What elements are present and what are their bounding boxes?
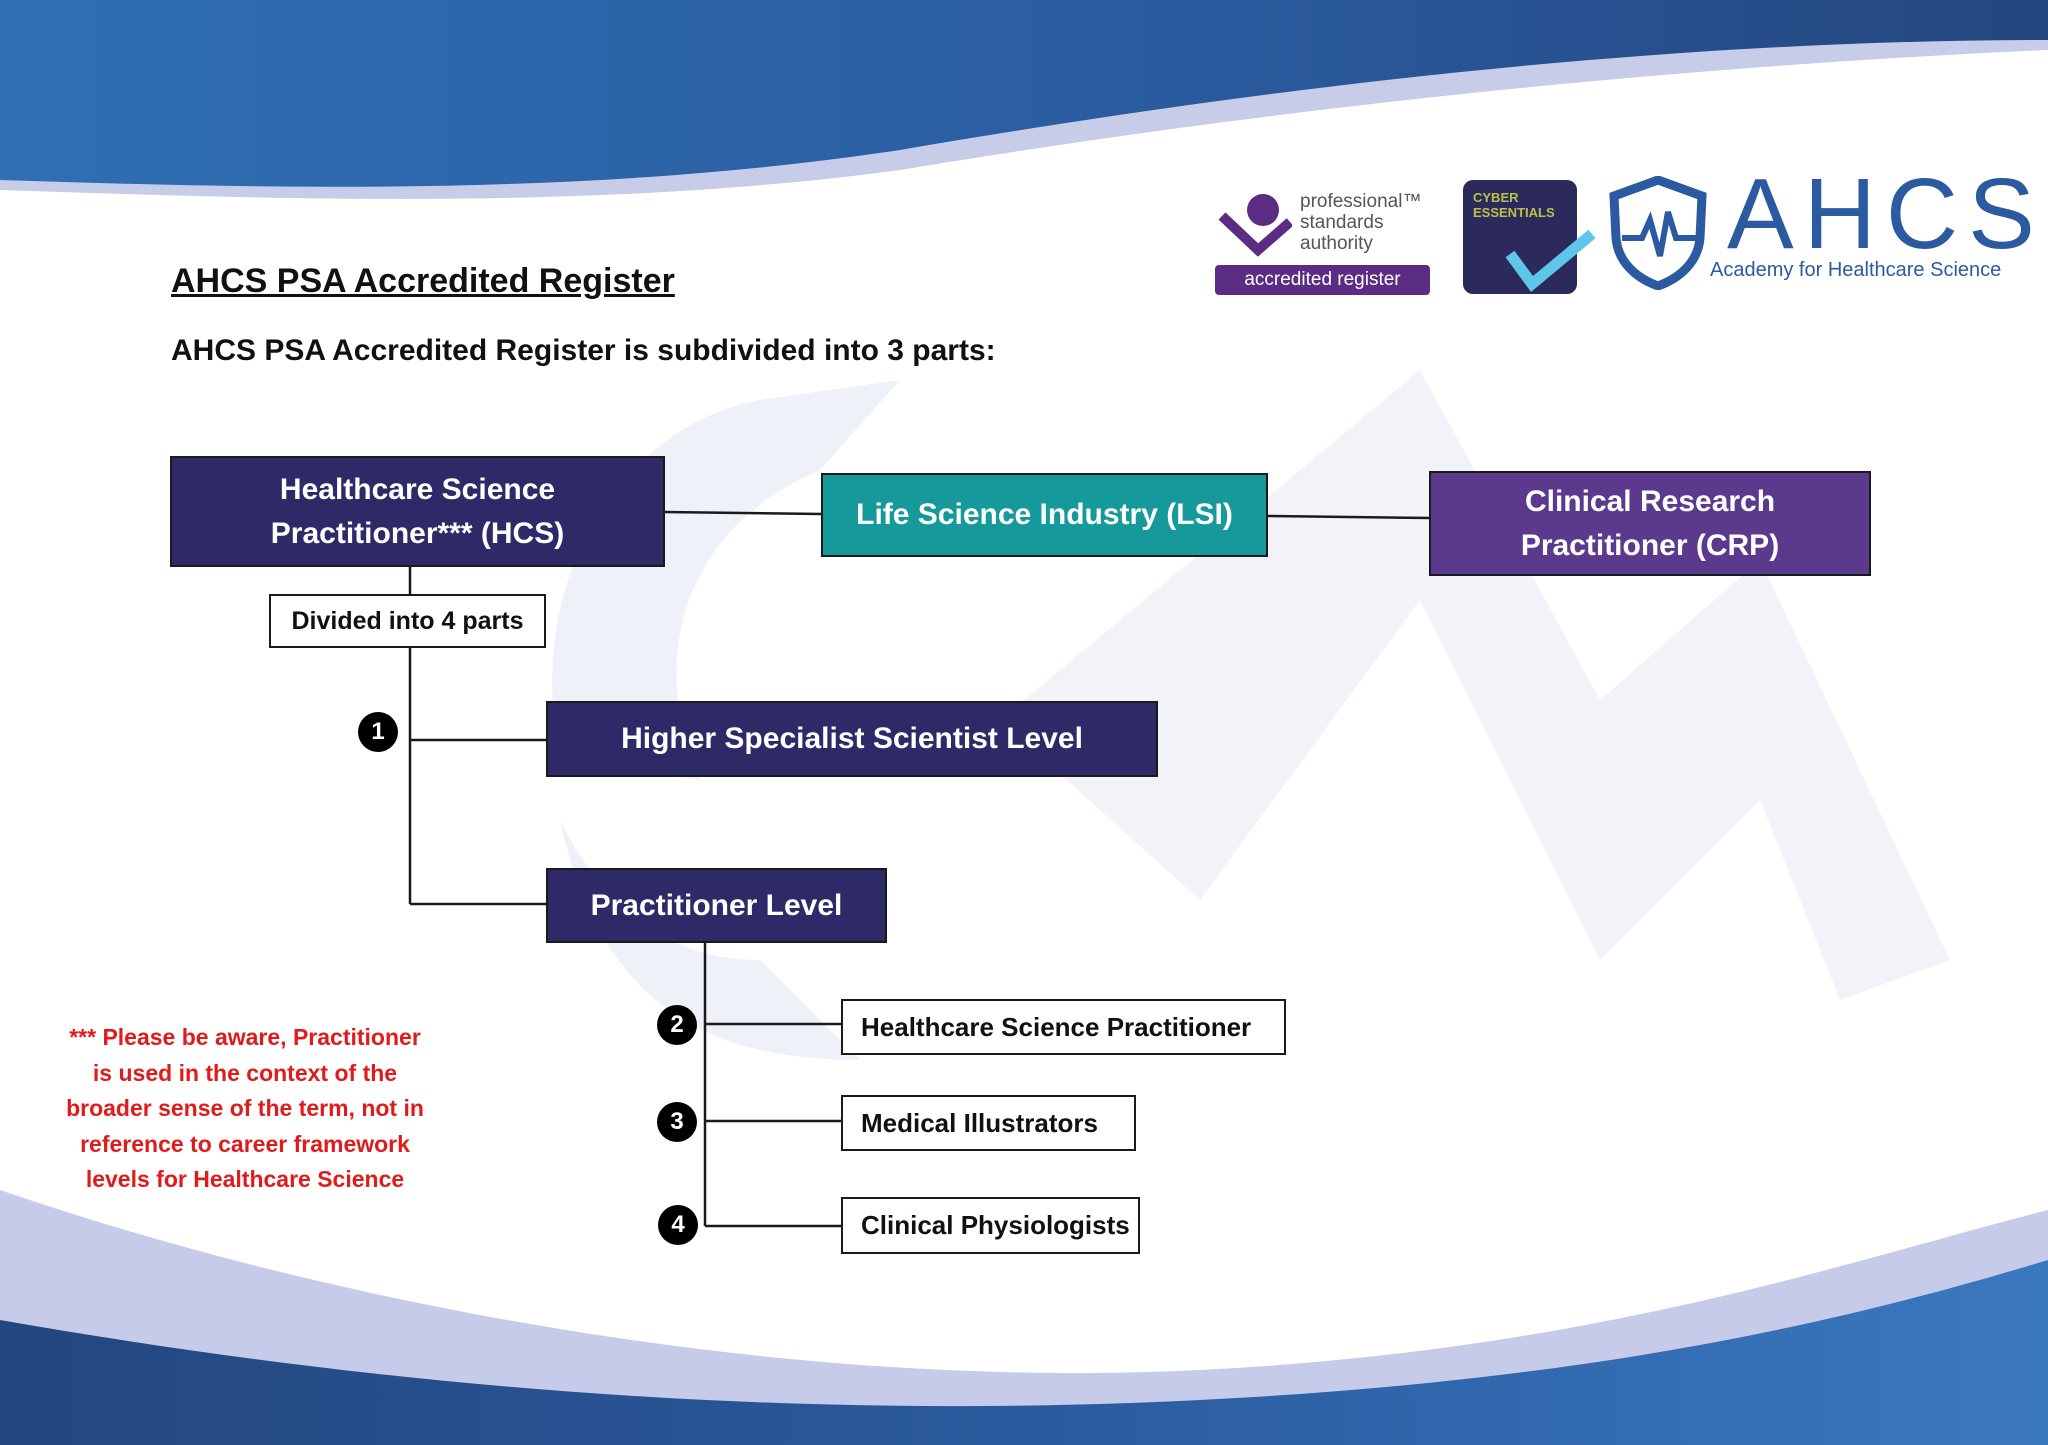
number-badge-4: 4 [658,1205,698,1245]
note-line-1: *** Please be aware, Practitioner [69,1024,421,1050]
note-line-4: reference to career framework [80,1130,410,1157]
page-subtitle: AHCS PSA Accredited Register is subdivid… [171,334,996,367]
note-line-3: broader sense of the term, not in [66,1095,424,1121]
crp-box: Clinical Research Practitioner (CRP) [1429,471,1871,576]
hcs-label-line-2: Practitioner*** (HCS) [270,516,565,550]
crp-label-line-2: Practitioner (CRP) [1520,528,1780,562]
divided-box: Divided into 4 parts [269,594,546,648]
hcs-lsi-connector [663,510,823,516]
page-title: AHCS PSA Accredited Register [171,262,675,300]
number-badge-2: 2 [657,1005,697,1045]
psa-line-2: standards [1300,212,1384,233]
ahcs-shield-icon [1609,176,1707,290]
psa-logo-text: professional™ standards authority [1300,191,1421,254]
psa-line-3: authority [1300,233,1373,254]
hcs-box: Healthcare Science Practitioner*** (HCS) [170,456,665,567]
ahcs-logo-text: AHCS [1727,158,2045,270]
cyber-essentials-text: CYBER ESSENTIALS [1473,190,1555,220]
cyber-line-1: CYBER [1473,190,1519,205]
number-badge-1: 1 [358,712,398,752]
cyber-line-2: ESSENTIALS [1473,205,1555,220]
crp-label-line-1: Clinical Research [1524,484,1776,518]
higher-specialist-box: Higher Specialist Scientist Level [546,701,1158,777]
hcs-label-line-1: Healthcare Science [279,472,556,506]
clinical-physiologists-box: Clinical Physiologists [841,1197,1140,1254]
note-line-2: is used in the context of the [92,1059,398,1086]
check-mark-icon [1505,229,1596,292]
practitioner-note: *** Please be aware, Practitioner is use… [40,1020,450,1198]
number-badge-3: 3 [657,1102,697,1142]
ahcs-tagline: Academy for Healthcare Science [1710,259,2002,281]
note-line-5: levels for Healthcare Science [85,1166,405,1192]
practitioner-level-box: Practitioner Level [546,868,887,943]
psa-accredited-badge: accredited register [1215,265,1430,295]
lsi-crp-connector [1266,514,1431,520]
medical-illustrators-box: Medical Illustrators [841,1095,1136,1151]
psa-line-1: professional™ [1300,191,1422,212]
hsp-box: Healthcare Science Practitioner [841,999,1286,1055]
lsi-box: Life Science Industry (LSI) [821,473,1268,557]
psa-person-icon [1218,194,1292,257]
